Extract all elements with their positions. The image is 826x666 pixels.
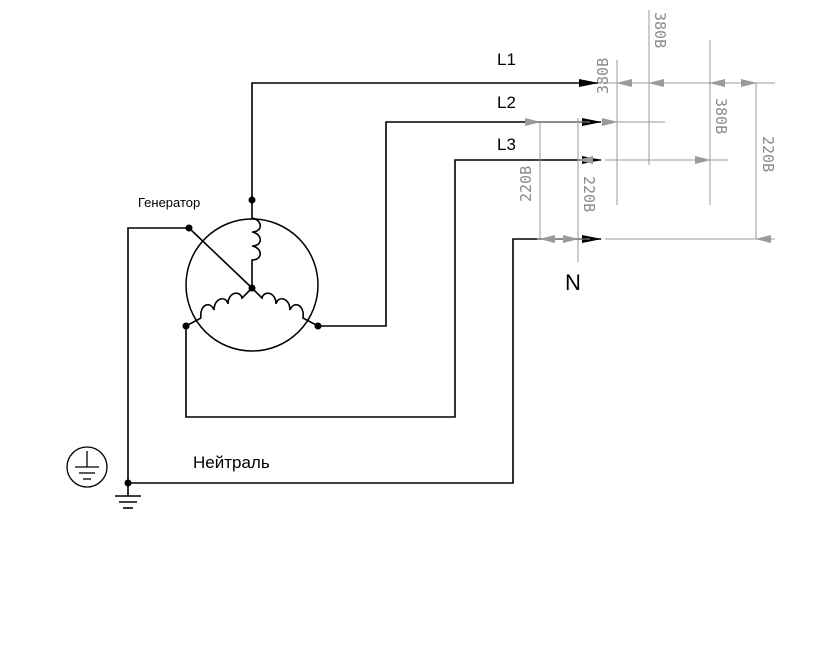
wire-l1: [251, 79, 599, 200]
coil-diagonal: [188, 227, 253, 289]
protective-earth-icon: [66, 446, 108, 488]
generator-housing: [185, 218, 319, 352]
generator-label: Генератор: [138, 195, 200, 210]
star-point: [248, 284, 256, 292]
coil-bottom: [200, 286, 319, 327]
wire-neutral: [127, 227, 602, 484]
wire-l2: [318, 118, 602, 327]
dimension-label-220-3: 220В: [580, 176, 598, 212]
dimension-label-220-2: 220В: [517, 166, 535, 202]
dimension-label-220-1: 220В: [759, 136, 777, 172]
dimension-label-380-1: 380В: [594, 58, 612, 94]
l2-label: L2: [497, 93, 516, 112]
coil-top: [251, 200, 262, 288]
dimension-label-380-2: 380В: [651, 12, 669, 48]
neutral-label: Нейтраль: [193, 453, 270, 472]
l3-label: L3: [497, 135, 516, 154]
dimension-extension-lines: [537, 82, 775, 240]
generator: [182, 196, 322, 352]
n-label: N: [565, 270, 581, 295]
wire-l3: [185, 156, 602, 418]
dimension-label-380-3: 380В: [712, 98, 730, 134]
earth-ground-icon: [115, 479, 141, 509]
l1-label: L1: [497, 50, 516, 69]
